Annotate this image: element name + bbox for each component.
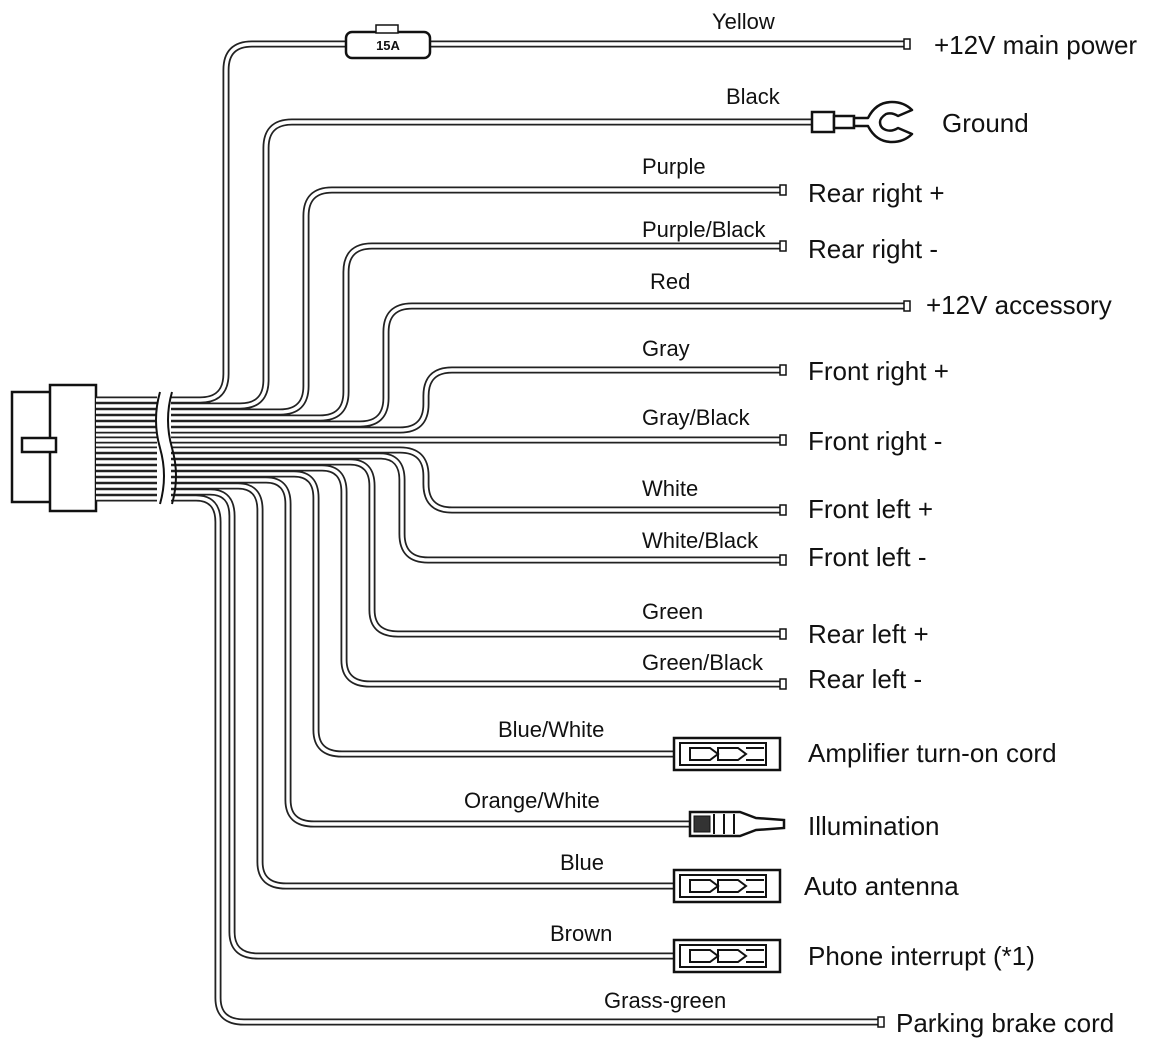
connector-icon [672,736,782,772]
wire-color-label: Red [650,269,690,294]
wire-blue-white [96,470,676,758]
wire-red [96,302,910,428]
wire-color-label: White [642,476,698,501]
wire-color-label: Brown [550,921,612,946]
wire-function-label: Rear right - [808,234,938,264]
wire-color-label: Blue/White [498,717,604,742]
wire-color-label: Purple/Black [642,217,767,242]
fuse: 15A [344,24,432,60]
wire-function-label: Front right + [808,356,949,386]
wire-grass-green [96,494,884,1026]
bundle-break-mark [155,391,177,505]
wire-end-caps [779,38,911,1028]
wire-function-label: +12V accessory [926,290,1112,320]
wire-function-label: +12V main power [934,30,1137,60]
wire-function-labels: +12V main power Ground Rear right + Rear… [804,30,1137,1038]
wire-color-label: Yellow [712,9,775,34]
wire-function-label: Auto antenna [804,871,959,901]
wire-function-label: Front left + [808,494,933,524]
wire-function-label: Ground [942,108,1029,138]
wire-white [96,446,786,514]
wire-function-label: Parking brake cord [896,1008,1114,1038]
wire-color-label: Purple [642,154,706,179]
wire-green-black [96,464,786,688]
wire-blue [96,482,676,890]
wire-color-label: Gray/Black [642,405,751,430]
wire-function-label: Phone interrupt (*1) [808,941,1035,971]
wire-color-label: Orange/White [464,788,600,813]
ring-terminal-icon [810,100,914,144]
wire-function-label: Front right - [808,426,942,456]
wire-color-label: Black [726,84,781,109]
wire-white-black [96,452,786,564]
fuse-rating: 15A [376,38,400,53]
wire-function-label: Illumination [808,811,940,841]
wire-color-label: Grass-green [604,988,726,1013]
wire-color-label: Green/Black [642,650,764,675]
connector-icon [672,938,782,974]
wire-color-label: White/Black [642,528,759,553]
wire-function-label: Rear right + [808,178,945,208]
wire-group [96,40,910,1026]
wire-color-label: Gray [642,336,690,361]
wire-function-label: Rear left - [808,664,922,694]
wire-yellow [96,40,910,404]
connector-icon [672,868,782,904]
wire-gray [96,366,786,434]
wire-color-label: Green [642,599,703,624]
wire-function-label: Front left - [808,542,926,572]
wire-color-label: Blue [560,850,604,875]
wire-orange-white [96,476,690,828]
wire-function-label: Amplifier turn-on cord [808,738,1057,768]
wire-black [96,118,812,410]
wire-function-label: Rear left + [808,619,929,649]
wire-purple [96,186,786,416]
wire-purple-black [96,242,786,422]
wire-color-labels: Yellow Black Purple Purple/Black Red Gra… [464,9,781,1013]
wire-green [96,458,786,638]
wire-brown [96,488,676,960]
bullet-connector-icon [688,810,786,838]
